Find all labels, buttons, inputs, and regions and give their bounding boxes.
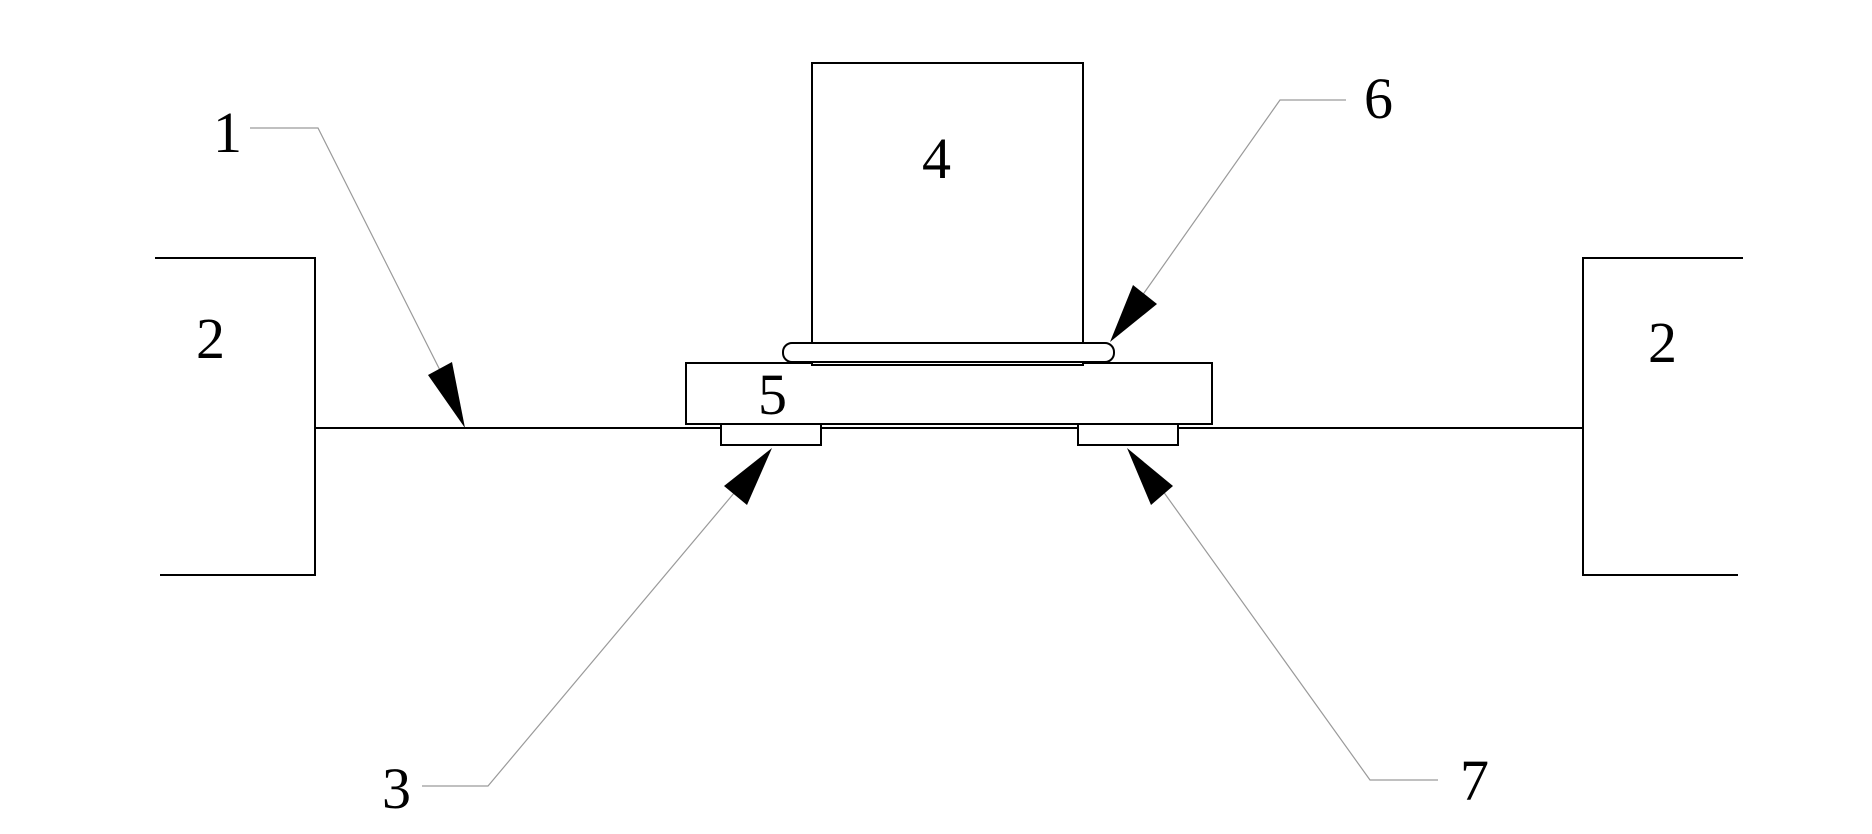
label-block: 4 bbox=[922, 126, 951, 191]
pad-right bbox=[1077, 423, 1179, 446]
block bbox=[811, 62, 1084, 366]
leader-line-7 bbox=[1154, 479, 1438, 781]
leader-line-1 bbox=[250, 127, 456, 401]
leader-line-3 bbox=[422, 479, 746, 787]
arrowhead-3 bbox=[724, 448, 772, 505]
left-fixture bbox=[155, 257, 316, 576]
arrowhead-6 bbox=[1110, 285, 1157, 342]
leader-line-6 bbox=[1124, 99, 1346, 321]
label-layer: 6 bbox=[1364, 66, 1393, 131]
label-wire: 1 bbox=[213, 100, 242, 165]
label-pad-right: 7 bbox=[1460, 748, 1489, 813]
plate bbox=[685, 362, 1213, 425]
label-pad-left: 3 bbox=[382, 756, 411, 821]
arrowhead-1 bbox=[428, 362, 465, 428]
right-fixture bbox=[1582, 257, 1743, 576]
label-fixture-right: 2 bbox=[1648, 310, 1677, 375]
label-plate: 5 bbox=[758, 362, 787, 427]
label-fixture-left: 2 bbox=[196, 306, 225, 371]
arrowhead-7 bbox=[1127, 448, 1173, 505]
pad-left bbox=[720, 423, 822, 446]
layer bbox=[782, 342, 1115, 363]
